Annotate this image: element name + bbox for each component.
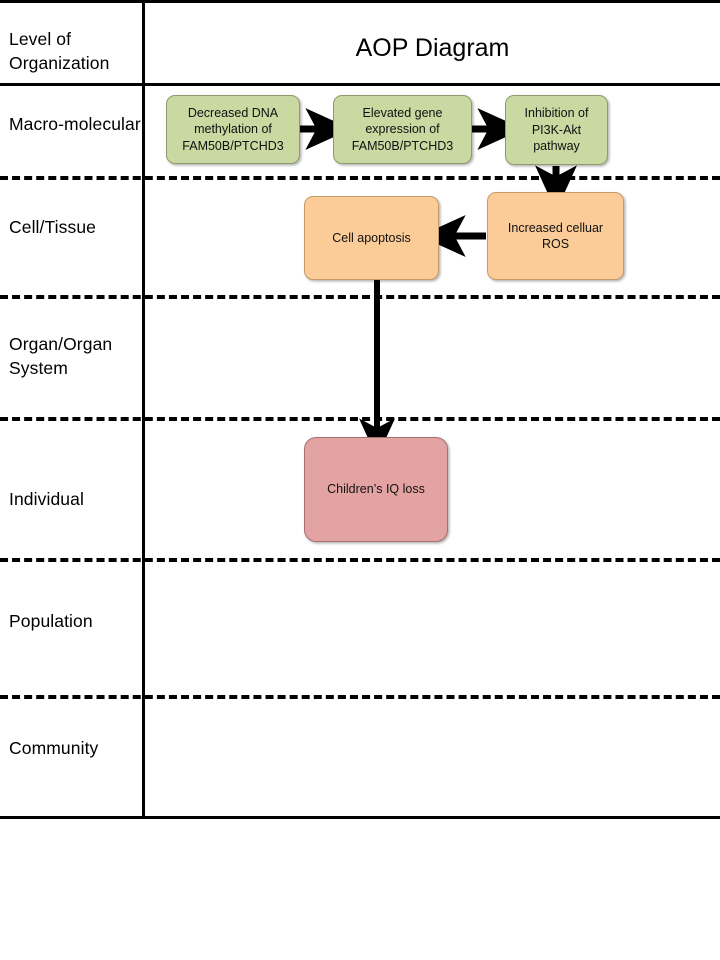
column-divider <box>142 0 145 819</box>
node-elevated-gene-expression[interactable]: Elevated gene expression of FAM50B/PTCHD… <box>333 95 472 164</box>
row-divider-cell-tissue <box>0 295 720 299</box>
node-childrens-iq-loss[interactable]: Children’s IQ loss <box>304 437 448 542</box>
row-divider-individual <box>0 558 720 562</box>
row-divider-organ-system <box>0 417 720 421</box>
node-label: Cell apoptosis <box>332 230 411 245</box>
node-inhibition-pi3k-akt[interactable]: Inhibition of PI3K-Akt pathway <box>505 95 608 165</box>
node-label: Inhibition of PI3K-Akt pathway <box>524 106 589 154</box>
node-increased-cellular-ros[interactable]: Increased celluar ROS <box>487 192 624 280</box>
node-label: Children’s IQ loss <box>327 482 425 497</box>
row-label-cell-tissue: Cell/Tissue <box>9 217 97 237</box>
table-bottom-border <box>0 816 720 819</box>
column-header-level-of-organization: Level of Organization <box>9 29 110 73</box>
row-divider-macromolecular <box>0 176 720 180</box>
row-label-organ-system: Organ/Organ System <box>9 334 113 378</box>
node-cell-apoptosis[interactable]: Cell apoptosis <box>304 196 439 280</box>
node-label: Elevated gene expression of FAM50B/PTCHD… <box>351 105 454 153</box>
row-divider-population <box>0 695 720 699</box>
table-top-border <box>0 0 720 3</box>
row-label-individual: Individual <box>9 489 84 509</box>
diagram-title: AOP Diagram <box>355 34 510 62</box>
node-label: Decreased DNA methylation of FAM50B/PTCH… <box>182 105 284 153</box>
header-bottom-border <box>0 83 720 86</box>
row-label-macromolecular: Macro-molecular <box>9 114 141 134</box>
row-label-community: Community <box>9 738 99 758</box>
node-label: Increased celluar ROS <box>507 220 604 252</box>
row-label-population: Population <box>9 611 93 631</box>
node-decreased-dna-methylation[interactable]: Decreased DNA methylation of FAM50B/PTCH… <box>166 95 300 164</box>
